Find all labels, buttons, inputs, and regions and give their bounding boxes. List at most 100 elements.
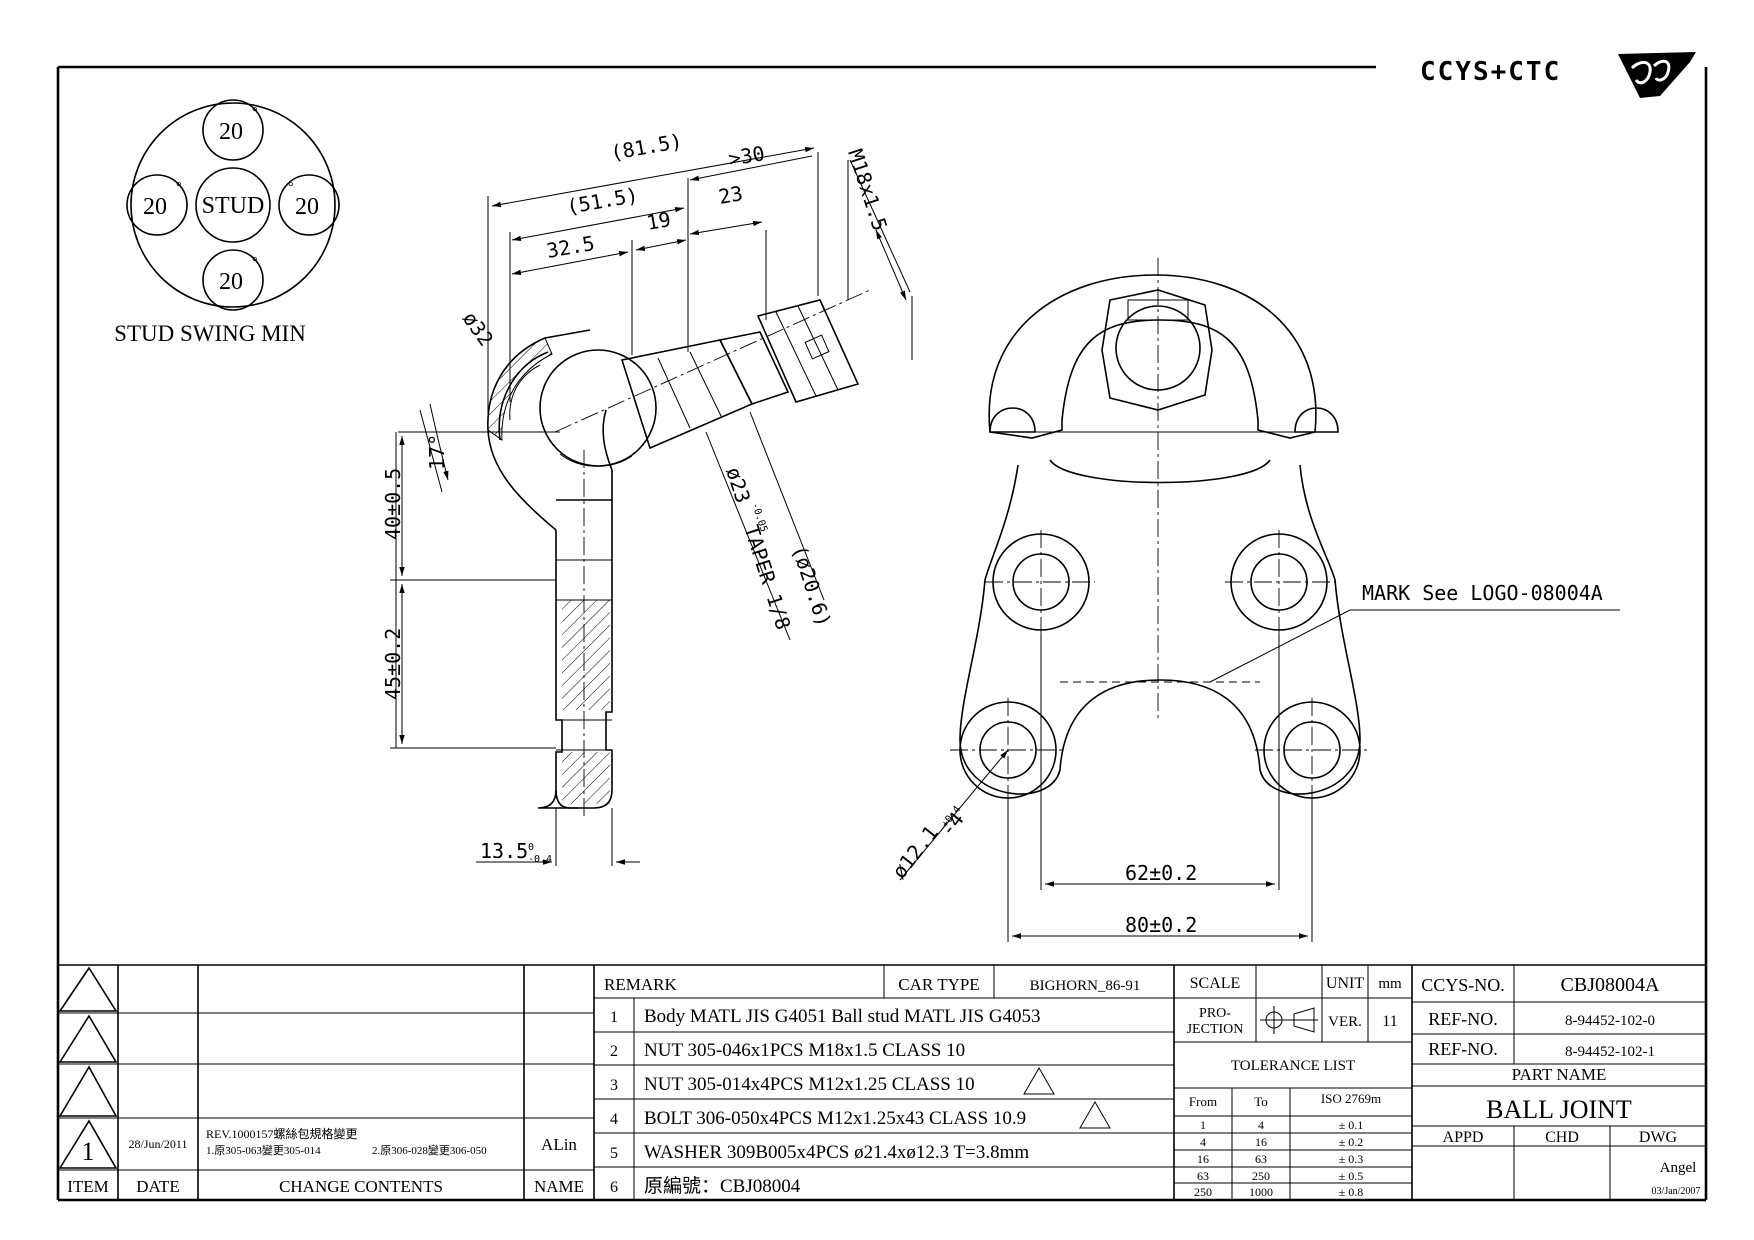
remark-text-4: BOLT 306-050x4PCS M12x1.25x43 CLASS 10.9 (644, 1108, 1026, 1129)
dim-nut-length: 23 (717, 181, 745, 209)
tol-value-3: ± 0.3 (1339, 1152, 1364, 1166)
caution-icon (1023, 1066, 1055, 1095)
ref2-label: REF-NO. (1428, 1039, 1498, 1059)
tol-value-5: ± 0.8 (1339, 1185, 1364, 1199)
projection-label-2: JECTION (1187, 1022, 1244, 1037)
revision-date: 28/Jun/2011 (129, 1137, 188, 1151)
swing-angle-top: 20 (219, 119, 243, 145)
remark-no-4: 4 (610, 1111, 618, 1128)
remark-text-1: Body MATL JIS G4051 Ball stud MATL JIS G… (644, 1006, 1041, 1027)
remark-no-2: 2 (610, 1043, 618, 1060)
revision-name: ALin (541, 1135, 577, 1154)
dim-taper-diameter: ø23 (721, 464, 755, 506)
revision-contents-line2b: 2.原306-028變更306-050 (372, 1143, 487, 1157)
header-item: ITEM (67, 1177, 109, 1196)
ccys-value: CBJ08004A (1561, 974, 1660, 996)
swing-degree-left: ° (176, 180, 182, 195)
dim-overall-length: (81.5) (609, 129, 684, 165)
tol-value-2: ± 0.2 (1339, 1135, 1364, 1149)
tol-to-3: 63 (1255, 1152, 1267, 1166)
swing-center-label: STUD (202, 193, 265, 219)
unit-value: mm (1378, 976, 1402, 992)
dim-arm-thickness-tol-lower: -0.4 (528, 854, 552, 865)
tol-from-3: 16 (1197, 1152, 1209, 1166)
sheet-border (56, 65, 1708, 1202)
dim-pitch-outer: 80±0.2 (1125, 913, 1197, 937)
tol-to-1: 4 (1258, 1118, 1264, 1132)
caution-icon (1079, 1100, 1111, 1129)
swing-angle-bottom: 20 (219, 269, 243, 295)
tol-from-5: 250 (1194, 1185, 1212, 1199)
dim-arm-thickness-tol-upper: 0 (528, 842, 534, 853)
remark-table: REMARK CAR TYPE BIGHORN_86-91 1 Body MAT… (604, 975, 1140, 1197)
tol-value-1: ± 0.1 (1339, 1118, 1364, 1132)
swing-degree-bottom: ° (252, 255, 258, 270)
tol-value-4: ± 0.5 (1339, 1169, 1364, 1183)
front-view: MARK See LOGO-08004A ø12.1 +0.4 -4 62±0.… (887, 258, 1620, 942)
swing-caption: STUD SWING MIN (114, 321, 306, 346)
header-name: NAME (534, 1177, 584, 1196)
remark-no-5: 5 (610, 1145, 618, 1162)
car-type-label: CAR TYPE (898, 975, 979, 994)
car-type-value: BIGHORN_86-91 (1030, 978, 1141, 994)
title-block: CCYS-NO. CBJ08004A REF-NO. 8-94452-102-0… (1421, 974, 1700, 1197)
dim-height-lower: 45±0.2 (381, 628, 405, 700)
dwg-label: DWG (1639, 1129, 1678, 1146)
dim-taper-length: 19 (645, 207, 673, 235)
remark-no-1: 1 (610, 1009, 618, 1026)
revision-item-number: 1 (82, 1137, 95, 1166)
dim-hole-diameter: ø12.1 (887, 821, 943, 883)
tolerance-header-iso: ISO 2769m (1321, 1091, 1381, 1106)
remark-text-5: WASHER 309B005x4PCS ø21.4xø12.3 T=3.8mm (644, 1142, 1029, 1163)
revision-contents-line1: REV.1000157螺絲包規格變更 (206, 1126, 357, 1141)
tol-from-2: 4 (1200, 1135, 1206, 1149)
tolerance-title: TOLERANCE LIST (1231, 1058, 1355, 1074)
tol-to-4: 250 (1252, 1169, 1270, 1183)
logo-emblem-icon (1618, 52, 1696, 98)
remark-text-3: NUT 305-014x4PCS M12x1.25 CLASS 10 (644, 1074, 975, 1095)
projection-label-1: PRO- (1199, 1006, 1231, 1021)
projection-symbol-icon (1260, 1006, 1318, 1034)
ver-value: 11 (1382, 1013, 1397, 1030)
swing-degree-top: ° (252, 105, 258, 120)
part-name-value: BALL JOINT (1486, 1095, 1632, 1124)
remark-header: REMARK (604, 975, 677, 994)
company-logo: CCYS+CTC (1420, 52, 1696, 98)
tolerance-header-from: From (1189, 1094, 1217, 1109)
dwg-value: Angel (1660, 1160, 1697, 1176)
tol-to-5: 1000 (1249, 1185, 1273, 1199)
remark-no-6: 6 (610, 1179, 618, 1196)
dim-height-upper: 40±0.5 (381, 468, 405, 540)
dim-ball-offset: 32.5 (545, 231, 597, 263)
chd-label: CHD (1545, 1129, 1579, 1146)
dim-arm-thickness: 13.5 (480, 839, 528, 863)
remark-text-6: 原編號：CBJ08004 (644, 1175, 801, 1197)
ccys-label: CCYS-NO. (1421, 975, 1505, 995)
swing-angle-left: 20 (143, 194, 167, 220)
tolerance-header-to: To (1254, 1094, 1268, 1109)
appd-label: APPD (1443, 1129, 1484, 1146)
ref2-value: 8-94452-102-1 (1565, 1044, 1655, 1060)
revision-table: 1 28/Jun/2011 REV.1000157螺絲包規格變更 1.原305-… (67, 1126, 584, 1196)
swing-angle-right: 20 (295, 194, 319, 220)
dim-ball-to-taper: (51.5) (565, 183, 640, 219)
swing-degree-right: ° (288, 180, 294, 195)
header-change-contents: CHANGE CONTENTS (279, 1177, 443, 1196)
ver-label: VER. (1328, 1014, 1362, 1030)
header-date: DATE (136, 1177, 179, 1196)
dim-stud-angle: 17° (425, 434, 449, 470)
revision-contents-line2a: 1.原305-063變更305-014 (206, 1143, 321, 1157)
logo-text: CCYS+CTC (1420, 57, 1561, 87)
ref1-label: REF-NO. (1428, 1009, 1498, 1029)
scale-label: SCALE (1190, 975, 1241, 992)
dim-taper-small-diameter: (ø20.6) (787, 542, 836, 630)
tol-from-1: 1 (1200, 1118, 1206, 1132)
dim-taper-ratio: TAPER 1/8 (739, 522, 795, 632)
remark-no-3: 3 (610, 1077, 618, 1094)
unit-label: UNIT (1326, 975, 1364, 992)
dwg-date: 03/Jan/2007 (1652, 1186, 1701, 1197)
dim-pitch-inner: 62±0.2 (1125, 861, 1197, 885)
mark-note: MARK See LOGO-08004A (1362, 581, 1603, 605)
scale-tolerance-block: SCALE UNIT mm PRO- JECTION VER. 11 TOLER… (1187, 975, 1402, 1199)
